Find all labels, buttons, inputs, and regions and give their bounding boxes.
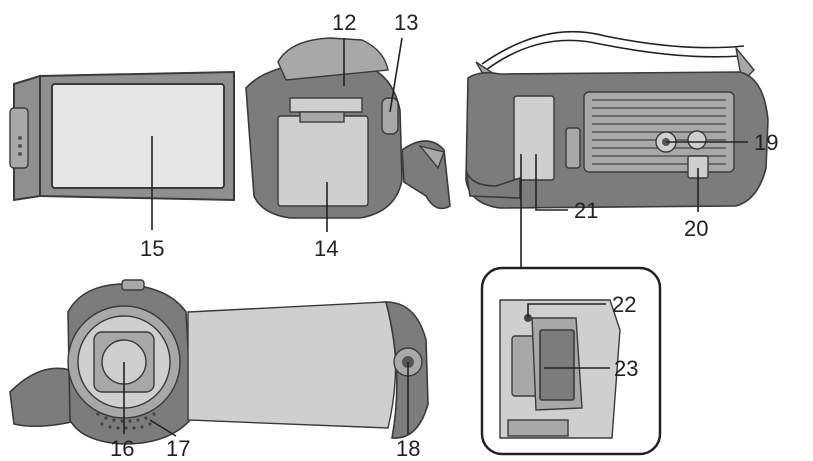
mic-hole: [124, 426, 128, 430]
callout-12: 12: [332, 10, 356, 35]
bottom-boss: [687, 130, 707, 150]
lcd-monitor-closed: [187, 301, 397, 429]
mic-hole: [152, 412, 156, 416]
bottom-grip: [465, 169, 521, 199]
leader-17: [149, 419, 177, 437]
battery-latch: [299, 111, 345, 123]
mic-hole: [128, 419, 132, 423]
leader-21: [535, 154, 568, 211]
battery-cover-top: [277, 37, 389, 81]
mic-hole: [108, 425, 112, 429]
callout-15: 15: [140, 236, 164, 261]
callout-22: 22: [612, 292, 636, 317]
card-slot-door: [513, 95, 555, 181]
bottom-view: [465, 30, 769, 209]
mic-hole: [144, 416, 148, 420]
leader-22: [527, 303, 606, 318]
monitor-dot: [18, 136, 22, 140]
callout-13: 13: [394, 10, 418, 35]
lcd-screen: [51, 83, 225, 189]
callout-21: 21: [574, 198, 598, 223]
callout-20: 20: [684, 216, 708, 241]
release-lever: [381, 97, 399, 135]
hand-strap-top-edge: [481, 30, 745, 65]
battery-side-view: [245, 37, 451, 219]
callout-17: 17: [166, 436, 190, 461]
mic-hole: [112, 418, 116, 422]
belt-tab: [418, 144, 445, 170]
mic-hole: [132, 426, 136, 430]
battery-contacts: [289, 97, 363, 113]
callout-23: 23: [614, 356, 638, 381]
front-top-button: [121, 279, 145, 291]
monitor-dot: [18, 152, 22, 156]
callout-18: 18: [396, 436, 420, 461]
battery-compartment: [277, 115, 369, 207]
bottom-tab: [565, 127, 581, 169]
mic-hole: [140, 425, 144, 429]
hand-strap-top: [485, 39, 741, 71]
card-slot-detail: [480, 266, 662, 456]
callout-19: 19: [754, 130, 778, 155]
monitor-dot: [18, 144, 22, 148]
microphone-grille: [96, 412, 156, 430]
detail-latch: [507, 419, 569, 437]
sd-card: [539, 329, 575, 401]
callout-16: 16: [110, 436, 134, 461]
mic-hole: [116, 426, 120, 430]
callout-numbers: 12 13 14 15 16 17 18 19 20 21 22 23: [110, 10, 778, 461]
mic-hole: [148, 422, 152, 426]
mic-hole: [136, 418, 140, 422]
leader-13: [389, 37, 403, 113]
callout-14: 14: [314, 236, 338, 261]
front-view: [9, 279, 429, 445]
leader-lines: [123, 37, 748, 437]
mic-hole: [100, 422, 104, 426]
mic-hole: [96, 412, 100, 416]
mic-hole: [120, 419, 124, 423]
mic-hole: [104, 416, 108, 420]
lcd-monitor-view: [9, 70, 235, 202]
